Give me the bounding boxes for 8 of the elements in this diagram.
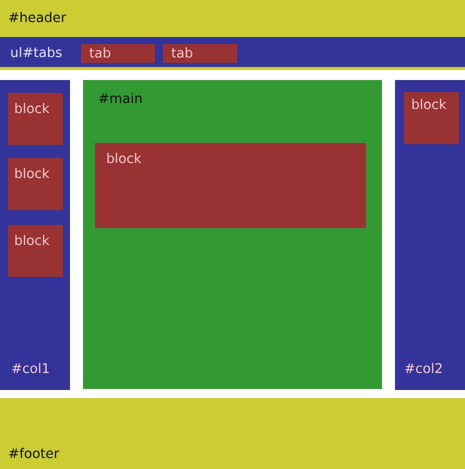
tab: tab xyxy=(81,44,155,63)
block: block xyxy=(95,143,366,228)
block: block xyxy=(404,92,459,144)
tab: tab xyxy=(163,44,237,63)
block: block xyxy=(8,93,63,145)
block: block xyxy=(8,225,63,277)
footer-band: #footer xyxy=(0,398,465,469)
block: block xyxy=(8,158,63,210)
